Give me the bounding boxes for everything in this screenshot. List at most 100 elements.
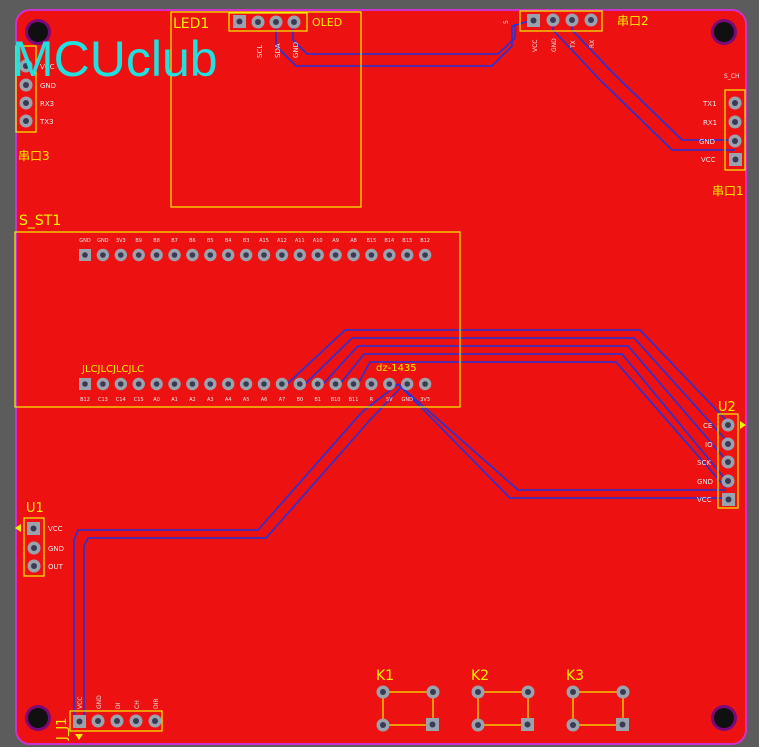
led1-ref: LED1	[173, 16, 209, 32]
uart2-header[interactable]: 串口2 5 VCC GND TX RX	[503, 10, 649, 52]
sst1-bottom-pad-hole	[404, 381, 411, 387]
led1-pin-1: SDA	[274, 43, 282, 58]
sst1-top-pin-label: A9	[332, 238, 339, 244]
jj1-pin-3: CH	[134, 700, 141, 709]
sst1-bottom-pad-hole	[135, 381, 142, 387]
sst1-bottom-pad-hole	[422, 381, 428, 387]
sst1-bottom-pin-label: B11	[349, 397, 359, 403]
sst1-top-pin-label: B7	[171, 238, 178, 244]
sst1-top-pin-label: B14	[384, 238, 394, 244]
k2-ref: K2	[471, 668, 489, 684]
led1-pads	[233, 15, 301, 29]
sst1-bottom-pin-label: A3	[207, 397, 214, 403]
sst1-top-pad-hole	[82, 252, 88, 258]
led1-pin-2: GND	[292, 42, 300, 58]
sst1-top-pad-hole	[350, 252, 357, 258]
sst1-bottom-pin-label: A2	[189, 397, 196, 403]
sst1-top-pin-label: A12	[277, 238, 287, 244]
sst1-bottom-pad-hole	[153, 381, 160, 387]
u1-pin-0: VCC	[48, 525, 63, 533]
sst1-top-pin-label: B13	[402, 238, 412, 244]
sst1-bottom-pin-label: A0	[153, 397, 160, 403]
k3-ref: K3	[566, 668, 584, 684]
uart2-tag: 5	[503, 20, 510, 24]
k3-button[interactable]: K3	[566, 668, 630, 732]
sst1-bottom-pad-hole	[386, 381, 393, 387]
sst1-bottom-pin-label: GND	[401, 397, 413, 403]
sst1-bottom-pad-hole	[297, 381, 303, 387]
sst1-top-pin-label: GND	[97, 238, 109, 244]
sst1-top-pin-label: A8	[350, 238, 357, 244]
u1-pin-2: OUT	[48, 563, 64, 571]
jj1-pin-2: DI	[115, 702, 122, 709]
u2-pin-0: CE	[703, 422, 712, 430]
sst1-bottom-pad-hole	[171, 381, 178, 387]
uart2-pin-0: VCC	[532, 40, 539, 52]
copper-traces	[73, 19, 735, 718]
sst1-top-pad-hole	[314, 252, 321, 258]
sst1-top-pad-hole	[332, 252, 339, 258]
sst1-top-pad-hole	[261, 252, 267, 258]
sst1-top-pin-label: B5	[207, 238, 214, 244]
led1-module[interactable]: LED1 OLED SCL SDA GND	[170, 11, 362, 208]
u2-module[interactable]: U2 CE IO SCK GND VCC	[697, 400, 746, 509]
u1-module[interactable]: U1 VCC GND OUT	[15, 501, 64, 577]
uart3-pin-3: TX3	[39, 118, 54, 126]
sst1-bottom-pad-hole	[243, 381, 249, 387]
sst1-bottom-pad-hole	[118, 381, 124, 387]
sst1-maker: JLCJLCJLCJLC	[81, 364, 144, 375]
sst1-bottom-pad-hole	[350, 381, 357, 387]
sst1-top-pad-hole	[225, 252, 231, 258]
uart1-tag: S_CH	[724, 73, 740, 80]
sst1-bottom-pad-hole	[207, 381, 214, 387]
sst1-bottom-pin-label: A1	[171, 397, 178, 403]
jj1-pin-4: DIR	[153, 698, 160, 709]
sst1-bottom-pin-label: A7	[279, 397, 286, 403]
sst1-bottom-pin-label: C13	[98, 397, 108, 403]
sst1-bottom-pin-label: A5	[243, 397, 250, 403]
sst1-bottom-pin-label: C14	[116, 397, 126, 403]
uart3-pin-2: RX3	[40, 100, 54, 108]
jj1-pin-0: VCC	[77, 697, 84, 709]
sst1-top-pin-label: B15	[367, 238, 377, 244]
sst1-bottom-pad-hole	[82, 381, 88, 387]
uart3-pin-1: GND	[40, 82, 56, 90]
jj1-ref: J_J1	[55, 718, 70, 741]
sst1-top-pad-hole	[189, 252, 196, 258]
u2-ref: U2	[718, 400, 736, 415]
sst1-bottom-pad-hole	[279, 381, 285, 387]
sst1-top-pad-hole	[279, 252, 285, 258]
sst1-top-pin-label: 3V3	[116, 238, 126, 244]
sst1-bottom-pin-label: B0	[296, 397, 303, 403]
sst1-bottom-pad-hole	[225, 381, 231, 387]
k2-button[interactable]: K2	[471, 668, 535, 732]
sst1-bottom-pin-label: B1	[314, 397, 321, 403]
sst1-top-pad-hole	[171, 252, 178, 258]
k1-ref: K1	[376, 668, 394, 684]
sst1-bottom-pin-label: A6	[261, 397, 268, 403]
sst1-bottom-pad-hole	[368, 381, 375, 387]
sst1-top-pin-label: B3	[243, 238, 250, 244]
k1-button[interactable]: K1	[376, 668, 440, 732]
sst1-bottom-pin-label: B10	[331, 397, 341, 403]
uart3-header[interactable]: VCC GND RX3 TX3 串口3	[15, 45, 56, 163]
uart1-header[interactable]: TX1 RX1 GND VCC S_CH 串口1	[699, 73, 746, 198]
sst1-bottom-pin-label: B12	[80, 397, 90, 403]
sst1-bottom-pin-label: 5V	[386, 397, 393, 403]
sst1-top-pin-label: A11	[295, 238, 305, 244]
uart3-ref: 串口3	[18, 149, 50, 163]
sst1-bottom-pin-label: A4	[225, 397, 232, 403]
sst1-top-pad-hole	[207, 252, 214, 258]
sst1-bottom-pad-hole	[314, 381, 321, 387]
led1-pin-0: SCL	[256, 45, 264, 58]
sst1-top-pin-label: B12	[420, 238, 430, 244]
brand-logo: MCUclub	[12, 31, 218, 87]
sst1-bottom-pin-label: C15	[134, 397, 144, 403]
mounting-holes	[25, 19, 737, 731]
jj1-header[interactable]: J_J1 VCC GND DI CH DIR	[55, 695, 163, 741]
sst1-top-pad-hole	[368, 252, 375, 258]
